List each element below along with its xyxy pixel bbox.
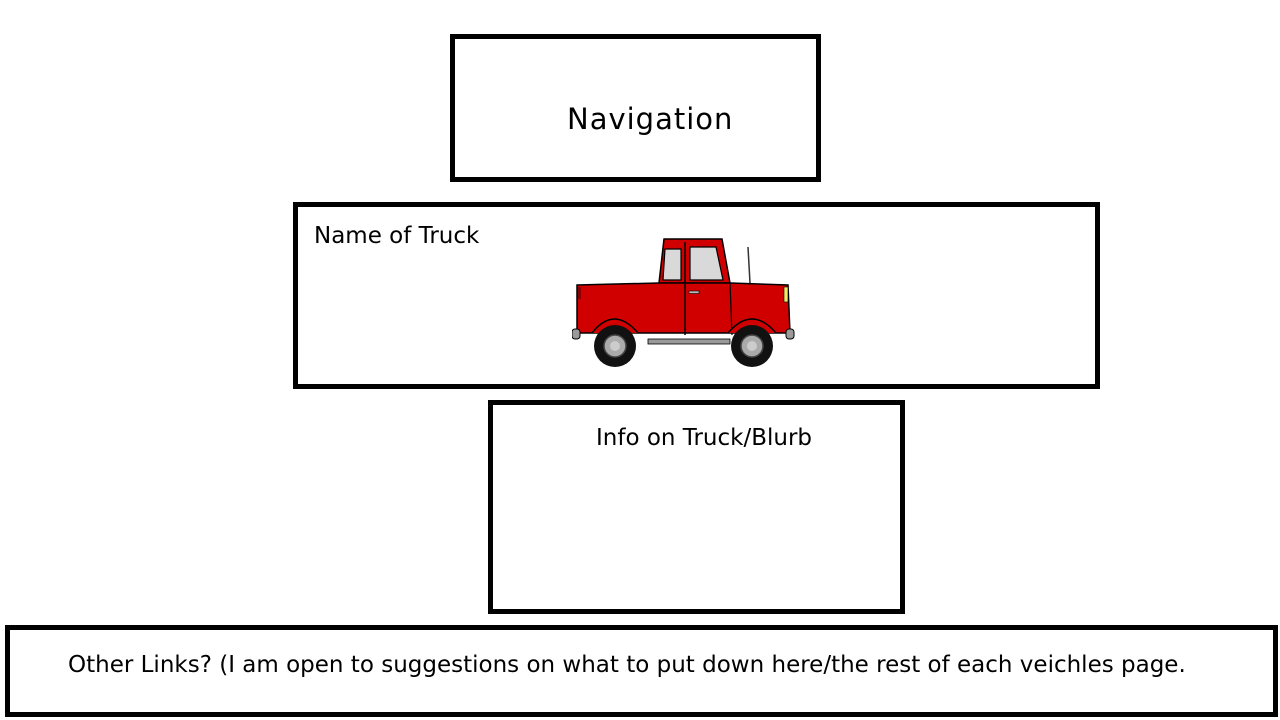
- truck-name-label: Name of Truck: [314, 223, 480, 249]
- red-pickup-truck-icon: [572, 238, 795, 367]
- navigation-label: Navigation: [567, 102, 734, 136]
- truck-info-box: Info on Truck/Blurb: [488, 400, 905, 614]
- other-links-box: Other Links? (I am open to suggestions o…: [5, 625, 1278, 717]
- truck-header-box: Name of Truck: [293, 202, 1100, 389]
- other-links-label: Other Links? (I am open to suggestions o…: [68, 652, 1186, 678]
- navigation-box: Navigation: [450, 34, 821, 182]
- truck-info-label: Info on Truck/Blurb: [596, 425, 813, 451]
